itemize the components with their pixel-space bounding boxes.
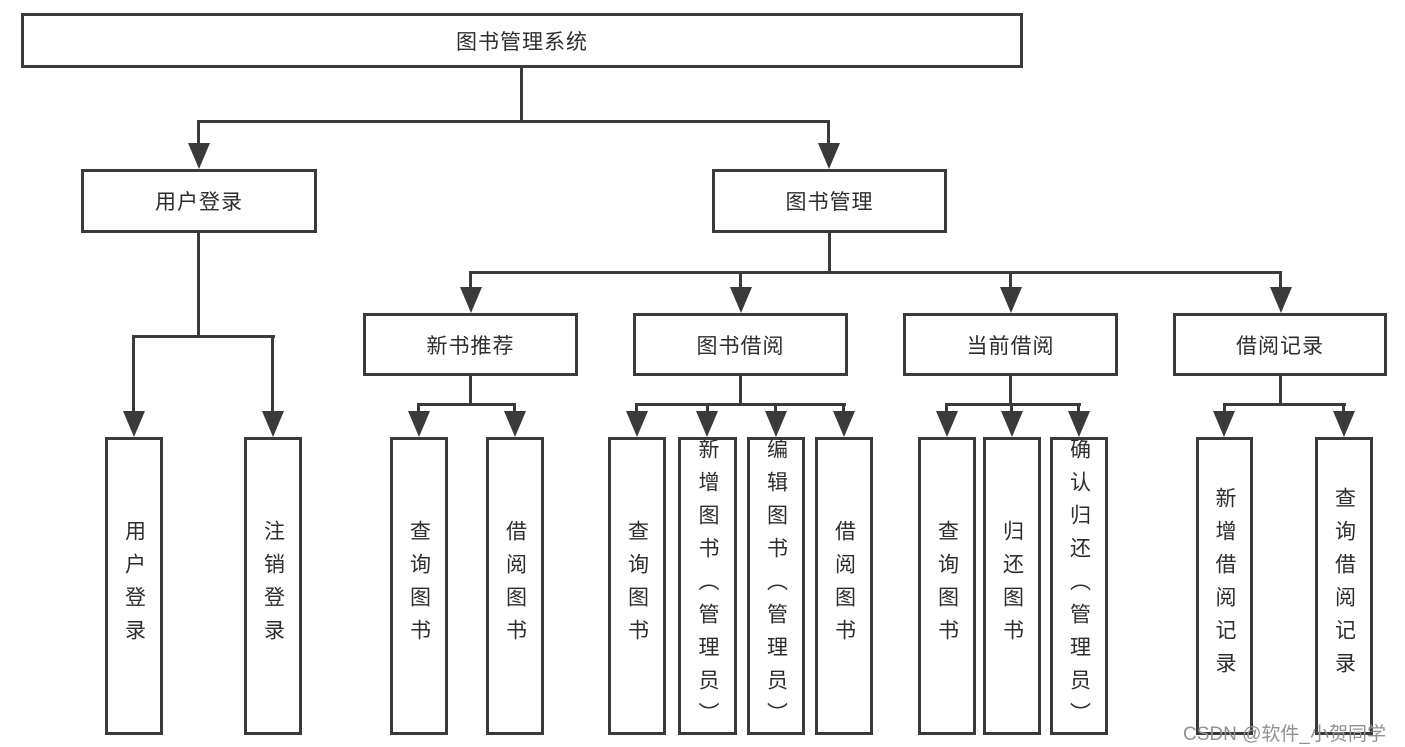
leaf-add-borrow-record-label: 新增借阅记录 (1213, 487, 1236, 685)
edge-drop (1010, 403, 1013, 411)
edge-root-rail (197, 120, 830, 123)
edge-borrow-records-rail (1223, 403, 1346, 406)
edge-drop (706, 403, 709, 411)
edge-arrowhead-down (696, 411, 718, 437)
leaf-user-login-label: 用户登录 (122, 520, 146, 652)
edge-arrowhead-down (833, 411, 855, 437)
edge-drop (739, 271, 742, 287)
edge-drop (774, 403, 777, 411)
leaf-user-login: 用户登录 (105, 437, 163, 735)
leaf-confirm-return-admin: 确认归还（管理员） (1050, 437, 1108, 735)
edge-drop (1077, 403, 1080, 411)
edge-borrow-records-stem (1279, 376, 1282, 403)
edge-drop (197, 120, 200, 143)
leaf-return-book: 归还图书 (983, 437, 1041, 735)
edge-arrowhead-down (936, 411, 958, 437)
edge-current-borrow-stem (1009, 376, 1012, 403)
edge-arrowhead-down (1068, 411, 1090, 437)
node-user-login-label: 用户登录 (155, 191, 243, 214)
leaf-logout-label: 注销登录 (261, 520, 285, 652)
edge-drop (469, 271, 472, 287)
leaf-add-borrow-record: 新增借阅记录 (1196, 437, 1253, 735)
leaf-query-borrow-record: 查询借阅记录 (1315, 437, 1373, 735)
edge-arrowhead-down (504, 411, 526, 437)
edge-book-management-rail (469, 271, 1282, 274)
edge-drop (1342, 403, 1345, 411)
edge-root-stem (520, 68, 523, 120)
edge-new-book-stem (469, 376, 472, 403)
leaf-query-books: 查询图书 (608, 437, 666, 735)
edge-arrowhead-down (123, 411, 145, 437)
leaf-borrow-book-label: 借阅图书 (832, 520, 856, 652)
edge-drop (827, 120, 830, 143)
node-book-borrow-label: 图书借阅 (696, 334, 785, 358)
edge-new-book-rail (417, 403, 516, 406)
leaf-borrow-book: 借阅图书 (815, 437, 873, 735)
leaf-query-books-current-label: 查询图书 (935, 520, 959, 652)
edge-drop (842, 403, 845, 411)
leaf-edit-book-admin: 编辑图书（管理员） (747, 437, 805, 735)
edge-drop (945, 403, 948, 411)
node-borrow-records: 借阅记录 (1173, 313, 1387, 376)
leaf-confirm-return-admin-label: 确认归还（管理员） (1067, 437, 1091, 735)
edge-book-borrow-stem (739, 376, 742, 403)
leaf-query-books-recommend-label: 查询图书 (407, 520, 431, 652)
node-current-borrow: 当前借阅 (903, 313, 1118, 376)
node-root-label: 图书管理系统 (456, 30, 588, 54)
edge-current-borrow-rail (945, 403, 1081, 406)
edge-drop (271, 335, 274, 411)
leaf-return-book-label: 归还图书 (1000, 520, 1024, 652)
leaf-query-books-current: 查询图书 (918, 437, 976, 735)
edge-arrowhead-down (460, 287, 482, 313)
node-borrow-records-label: 借阅记录 (1236, 334, 1324, 358)
edge-arrowhead-down (1270, 287, 1292, 313)
edge-drop (1009, 271, 1012, 287)
edge-drop (1279, 271, 1282, 287)
edge-drop (417, 403, 420, 411)
leaf-query-books-label: 查询图书 (625, 520, 649, 652)
leaf-add-book-admin: 新增图书（管理员） (678, 437, 737, 735)
node-user-login: 用户登录 (81, 169, 317, 233)
edge-drop (1223, 403, 1226, 411)
edge-book-management-stem (828, 233, 831, 271)
edge-arrowhead-down (1000, 287, 1022, 313)
node-current-borrow-label: 当前借阅 (966, 334, 1055, 358)
edge-arrowhead-down (765, 411, 787, 437)
leaf-logout: 注销登录 (244, 437, 302, 735)
edge-user-login-rail (133, 335, 275, 338)
leaf-borrow-book-recommend: 借阅图书 (486, 437, 544, 735)
edge-arrowhead-down (408, 411, 430, 437)
node-book-management-label: 图书管理 (785, 191, 874, 214)
node-new-book-recommend: 新书推荐 (363, 313, 578, 376)
node-new-book-recommend-label: 新书推荐 (426, 334, 515, 358)
edge-drop (635, 403, 638, 411)
leaf-query-books-recommend: 查询图书 (390, 437, 448, 735)
node-root: 图书管理系统 (21, 13, 1023, 68)
edge-arrowhead-down (626, 411, 648, 437)
edge-arrowhead-down (818, 143, 840, 169)
edge-arrowhead-down (1001, 411, 1023, 437)
node-book-borrow: 图书借阅 (633, 313, 848, 376)
node-book-management: 图书管理 (712, 169, 947, 233)
leaf-borrow-book-recommend-label: 借阅图书 (503, 520, 527, 652)
edge-user-login-stem (197, 233, 200, 335)
edge-drop (132, 335, 135, 411)
edge-arrowhead-down (262, 411, 284, 437)
edge-arrowhead-down (1333, 411, 1355, 437)
watermark: CSDN @软件_小贺同学 (1183, 724, 1386, 745)
leaf-add-book-admin-label: 新增图书（管理员） (696, 437, 719, 735)
leaf-edit-book-admin-label: 编辑图书（管理员） (764, 437, 788, 735)
leaf-query-borrow-record-label: 查询借阅记录 (1332, 487, 1356, 685)
edge-arrowhead-down (1213, 411, 1235, 437)
edge-arrowhead-down (730, 287, 752, 313)
edge-arrowhead-down (188, 143, 210, 169)
edge-drop (513, 403, 516, 411)
edge-book-borrow-rail (635, 403, 846, 406)
